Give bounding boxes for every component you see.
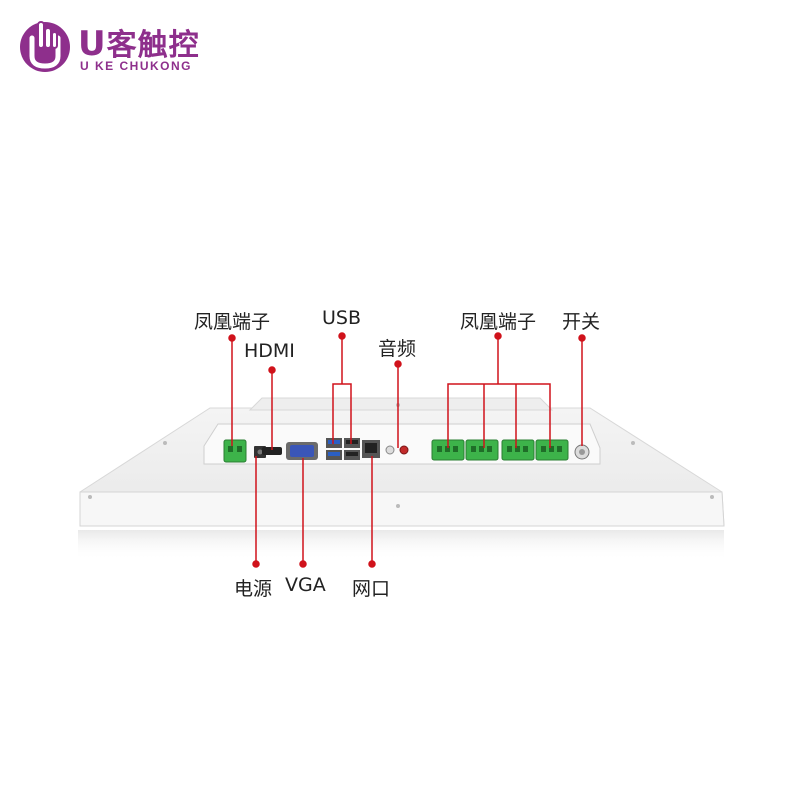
hdmi-port xyxy=(262,447,282,455)
label-usb: USB xyxy=(322,307,362,329)
touch-hand-icon xyxy=(20,21,70,72)
audio-jack-1 xyxy=(385,445,395,455)
phoenix-terminal-right-2 xyxy=(465,439,499,461)
label-power: 电源 xyxy=(234,578,273,600)
vga-port xyxy=(286,442,318,460)
device-reflection xyxy=(78,530,724,560)
brand-logo: U客触控 U KE CHUKONG xyxy=(18,16,218,76)
brand-name: U客触控 xyxy=(78,24,200,64)
power-switch xyxy=(574,444,590,460)
label-phoenix-terminal-right: 凤凰端子 xyxy=(460,311,537,333)
audio-jack-2 xyxy=(399,445,409,455)
label-lan: 网口 xyxy=(352,578,391,600)
label-hdmi: HDMI xyxy=(244,340,295,362)
lan-port xyxy=(362,440,380,458)
callout-lines xyxy=(228,332,586,568)
brand-tagline: U KE CHUKONG xyxy=(80,59,193,73)
phoenix-terminal-left xyxy=(223,439,247,463)
phoenix-terminal-right-3 xyxy=(501,439,535,461)
label-vga: VGA xyxy=(285,574,326,596)
label-audio: 音频 xyxy=(378,338,417,360)
label-phoenix-terminal-left: 凤凰端子 xyxy=(194,311,271,333)
usb-ports xyxy=(326,438,360,460)
label-switch: 开关 xyxy=(562,311,601,333)
phoenix-terminal-right-4 xyxy=(535,439,569,461)
phoenix-terminal-right-1 xyxy=(431,439,465,461)
